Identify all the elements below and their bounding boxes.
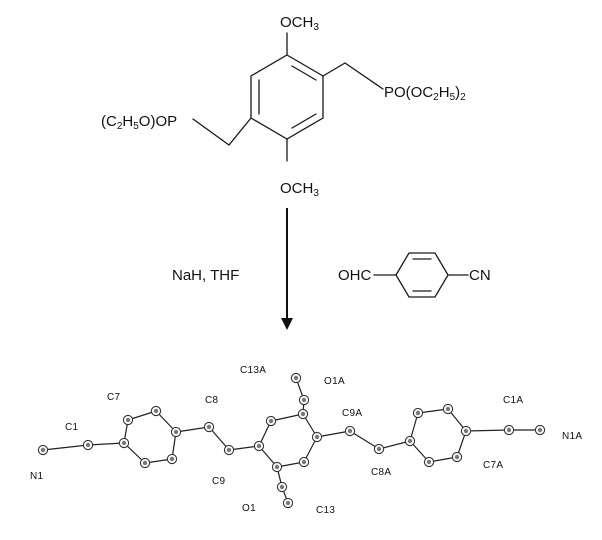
- product-atom: [118, 437, 130, 449]
- reactant-molecule: OCH3 OCH3 PO(OC2H5)2 (C2H5O)OP: [101, 14, 466, 199]
- top-methoxy-label: OCH3: [280, 14, 319, 33]
- label-c1a: C1A: [503, 395, 523, 406]
- label-c13: C13: [316, 505, 335, 516]
- product-atom: [451, 451, 463, 463]
- label-c9: C9: [212, 476, 226, 487]
- product-atom: [298, 394, 310, 406]
- aldehyde-group-label: OHC: [338, 267, 372, 284]
- product-atom: [37, 444, 49, 456]
- aldehyde-reagent: OHC CN: [338, 252, 491, 298]
- product-atom: [265, 415, 277, 427]
- bond-right-ch2: [322, 62, 384, 90]
- label-c8a: C8A: [371, 467, 391, 478]
- diethyl-phosphonate-right-label: PO(OC2H5)2: [384, 84, 466, 103]
- label-c7a: C7A: [483, 460, 503, 471]
- product-atom-labels: N1 C1 C7 C8 C9 O1 C13 C13A O1A C9A C8A C…: [30, 365, 582, 516]
- reaction-arrow: [281, 208, 293, 330]
- product-atom: [290, 372, 302, 384]
- nitrile-group-label: CN: [469, 267, 491, 284]
- label-c8: C8: [205, 395, 219, 406]
- label-c13a: C13A: [240, 365, 266, 376]
- product-structure: N1 C1 C7 C8 C9 O1 C13 C13A O1A C9A C8A C…: [30, 365, 582, 516]
- product-atom: [460, 425, 472, 437]
- reaction-conditions: NaH, THF: [172, 267, 239, 284]
- label-o1: O1: [242, 503, 256, 514]
- product-atom: [373, 443, 385, 455]
- label-c9a: C9A: [342, 408, 362, 419]
- product-atom: [503, 424, 515, 436]
- bottom-methoxy-label: OCH3: [280, 180, 319, 199]
- product-atom: [122, 414, 134, 426]
- product-atom: [282, 497, 294, 509]
- product-atom: [253, 440, 265, 452]
- product-atom: [311, 431, 323, 443]
- product-atom: [298, 456, 310, 468]
- product-atom: [534, 424, 546, 436]
- product-atom: [297, 408, 309, 420]
- product-atoms: [37, 372, 546, 509]
- bond-left-ch2: [192, 117, 252, 146]
- product-atom: [82, 439, 94, 451]
- product-atom: [404, 435, 416, 447]
- label-c7: C7: [107, 392, 121, 403]
- product-atom: [276, 481, 288, 493]
- product-atom: [344, 425, 356, 437]
- product-atom: [442, 403, 454, 415]
- product-atom: [150, 405, 162, 417]
- product-atom: [271, 461, 283, 473]
- benzene-ring: [250, 54, 324, 140]
- product-atom: [139, 457, 151, 469]
- diethyl-phosphonate-left-label: (C2H5O)OP: [101, 113, 177, 132]
- label-c1: C1: [65, 422, 79, 433]
- label-n1a: N1A: [562, 431, 582, 442]
- product-atom: [166, 453, 178, 465]
- product-atom: [223, 444, 235, 456]
- product-atom: [423, 456, 435, 468]
- product-atom: [412, 407, 424, 419]
- label-n1: N1: [30, 471, 44, 482]
- label-o1a: O1A: [324, 376, 345, 387]
- product-atom: [203, 421, 215, 433]
- product-atom: [170, 426, 182, 438]
